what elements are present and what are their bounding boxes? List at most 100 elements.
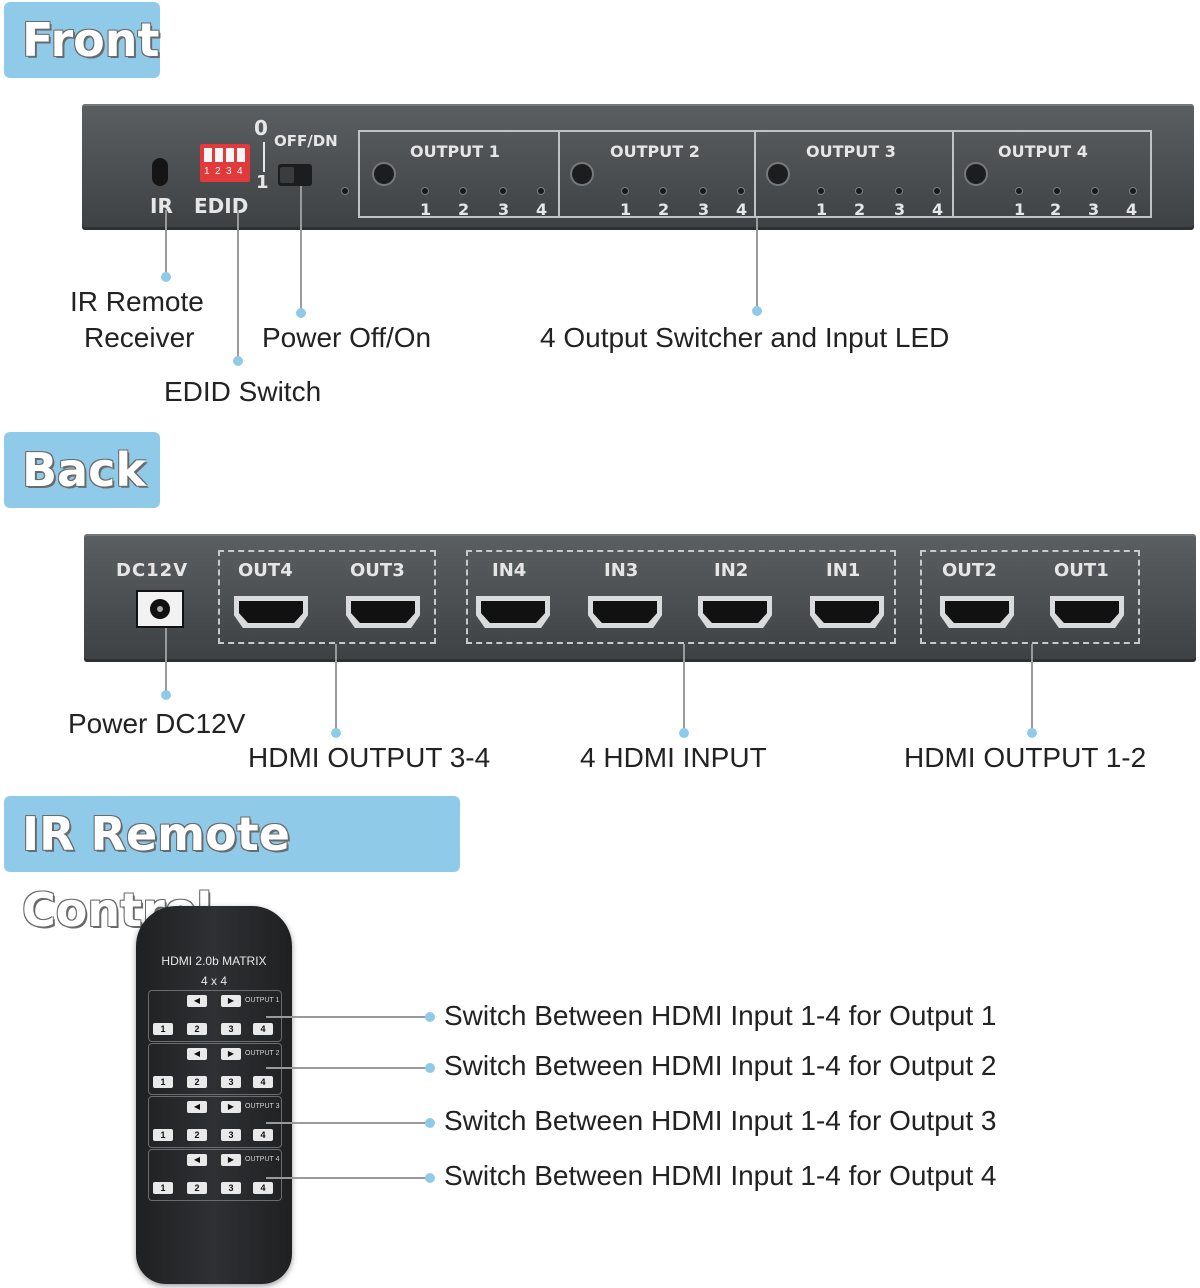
remote-key[interactable]: 4 xyxy=(253,1129,273,1141)
output-4-panel: OUTPUT 4 1 2 3 4 xyxy=(952,130,1152,219)
port-label-out3: OUT3 xyxy=(350,560,405,581)
remote-key[interactable]: 2 xyxy=(187,1182,207,1194)
output-3-button[interactable] xyxy=(768,164,788,184)
input-group xyxy=(466,550,896,644)
callout-dot xyxy=(425,1173,435,1183)
hdmi-port-in4[interactable] xyxy=(476,596,550,628)
led-number: 3 xyxy=(498,200,510,219)
power-dc-callout: Power DC12V xyxy=(68,708,246,739)
remote-key[interactable]: 4 xyxy=(253,1182,273,1194)
remote-key[interactable]: 2 xyxy=(187,1076,207,1088)
back-section-tag: Back xyxy=(4,432,160,508)
remote-key[interactable]: 1 xyxy=(153,1182,173,1194)
edid-silk-label: EDID xyxy=(194,194,249,218)
remote-key[interactable]: 2 xyxy=(187,1129,207,1141)
remote-key[interactable]: 3 xyxy=(221,1076,241,1088)
callout-dot xyxy=(161,272,171,282)
right-arrow-button[interactable]: ▶ xyxy=(221,1101,241,1113)
dip-number: 3 xyxy=(226,166,232,177)
hdmi-port-in1[interactable] xyxy=(810,596,884,628)
edid-switch-callout: EDID Switch xyxy=(164,376,322,407)
callout-dot xyxy=(425,1118,435,1128)
front-panel: IR 1 2 3 4 EDID 0 1 OFF/DN OUTPUT 1 1 2 … xyxy=(82,104,1194,230)
output-1-label: OUTPUT 1 xyxy=(410,142,500,161)
hdmi-port-in2[interactable] xyxy=(698,596,772,628)
led-number: 2 xyxy=(854,200,866,219)
right-arrow-button[interactable]: ▶ xyxy=(221,995,241,1007)
remote-key[interactable]: 3 xyxy=(221,1023,241,1035)
remote-group-output-1: ◀ ▶ OUTPUT 1 1 2 3 4 xyxy=(148,990,282,1042)
hdmi-port-out3[interactable] xyxy=(346,596,420,628)
hdmi-output-12-callout: HDMI OUTPUT 1-2 xyxy=(904,742,1147,773)
callout-dot xyxy=(425,1063,435,1073)
remote-key[interactable]: 1 xyxy=(153,1076,173,1088)
left-arrow-button[interactable]: ◀ xyxy=(187,1154,207,1166)
ir-window xyxy=(152,158,168,186)
hdmi-port-out4[interactable] xyxy=(234,596,308,628)
remote-key[interactable]: 4 xyxy=(253,1076,273,1088)
remote-callout-output-4: Switch Between HDMI Input 1-4 for Output… xyxy=(444,1160,997,1191)
port-label-out4: OUT4 xyxy=(238,560,293,581)
left-arrow-button[interactable]: ◀ xyxy=(187,995,207,1007)
output-2-panel: OUTPUT 2 1 2 3 4 xyxy=(558,130,756,219)
callout-dot xyxy=(679,728,689,738)
back-panel: DC12V OUT4 OUT3 IN4 IN3 IN2 IN1 OUT2 OUT… xyxy=(84,534,1196,662)
remote-group-output-3: ◀ ▶ OUTPUT 3 1 2 3 4 xyxy=(148,1096,282,1148)
remote-key[interactable]: 3 xyxy=(221,1129,241,1141)
left-arrow-button[interactable]: ◀ xyxy=(187,1048,207,1060)
remote-section-tag: IR Remote Control xyxy=(4,796,460,937)
remote-key[interactable]: 3 xyxy=(221,1182,241,1194)
hdmi-port-out2[interactable] xyxy=(940,596,1014,628)
led-number: 1 xyxy=(420,200,432,219)
remote-key[interactable]: 2 xyxy=(187,1023,207,1035)
port-label-in2: IN2 xyxy=(714,560,749,581)
output-4-button[interactable] xyxy=(966,164,986,184)
left-arrow-button[interactable]: ◀ xyxy=(187,1101,207,1113)
output-12-group xyxy=(920,550,1140,644)
remote-key[interactable]: 1 xyxy=(153,1023,173,1035)
edid-dip-switch[interactable]: 1 2 3 4 xyxy=(200,144,250,182)
power-toggle[interactable] xyxy=(278,164,312,186)
right-arrow-button[interactable]: ▶ xyxy=(221,1048,241,1060)
led-number: 4 xyxy=(1126,200,1138,219)
remote-title-line2: 4 x 4 xyxy=(200,974,227,988)
dip-number: 2 xyxy=(215,166,221,177)
port-label-in4: IN4 xyxy=(492,560,527,581)
output-4-label: OUTPUT 4 xyxy=(998,142,1088,161)
remote-key[interactable]: 1 xyxy=(153,1129,173,1141)
remote-group-output-4: ◀ ▶ OUTPUT 4 1 2 3 4 xyxy=(148,1149,282,1201)
power-led xyxy=(342,188,348,194)
ir-receiver-callout-line1: IR Remote xyxy=(70,286,204,317)
callout-dot xyxy=(425,1012,435,1022)
output-2-button[interactable] xyxy=(572,164,592,184)
led-number: 3 xyxy=(894,200,906,219)
led-number: 1 xyxy=(1014,200,1026,219)
switcher-callout: 4 Output Switcher and Input LED xyxy=(540,322,950,353)
hdmi-output-34-callout: HDMI OUTPUT 3-4 xyxy=(248,742,491,773)
hdmi-port-out1[interactable] xyxy=(1050,596,1124,628)
port-label-in1: IN1 xyxy=(826,560,861,581)
led-number: 1 xyxy=(620,200,632,219)
led-number: 2 xyxy=(458,200,470,219)
right-arrow-button[interactable]: ▶ xyxy=(221,1154,241,1166)
led-number: 3 xyxy=(1088,200,1100,219)
led-number: 2 xyxy=(1050,200,1062,219)
hdmi-port-in3[interactable] xyxy=(588,596,662,628)
output-3-panel: OUTPUT 3 1 2 3 4 xyxy=(754,130,954,219)
remote-callout-output-3: Switch Between HDMI Input 1-4 for Output… xyxy=(444,1105,997,1136)
dip-zero-label: 0 xyxy=(254,116,268,140)
callout-dot xyxy=(331,728,341,738)
remote-output-label: OUTPUT 2 xyxy=(245,1050,280,1057)
callout-dot xyxy=(233,356,243,366)
remote-callout-output-2: Switch Between HDMI Input 1-4 for Output… xyxy=(444,1050,997,1081)
led-number: 4 xyxy=(932,200,944,219)
led-number: 3 xyxy=(698,200,710,219)
remote-title-line1: HDMI 2.0b MATRIX xyxy=(161,954,267,968)
ir-remote: HDMI 2.0b MATRIX 4 x 4 ◀ ▶ OUTPUT 1 1 2 … xyxy=(136,906,292,1284)
dip-number: 1 xyxy=(204,166,210,177)
dip-number: 4 xyxy=(237,166,243,177)
dc-power-jack[interactable] xyxy=(136,590,184,628)
output-1-button[interactable] xyxy=(374,164,394,184)
remote-key[interactable]: 4 xyxy=(253,1023,273,1035)
ir-silk-label: IR xyxy=(150,194,173,218)
